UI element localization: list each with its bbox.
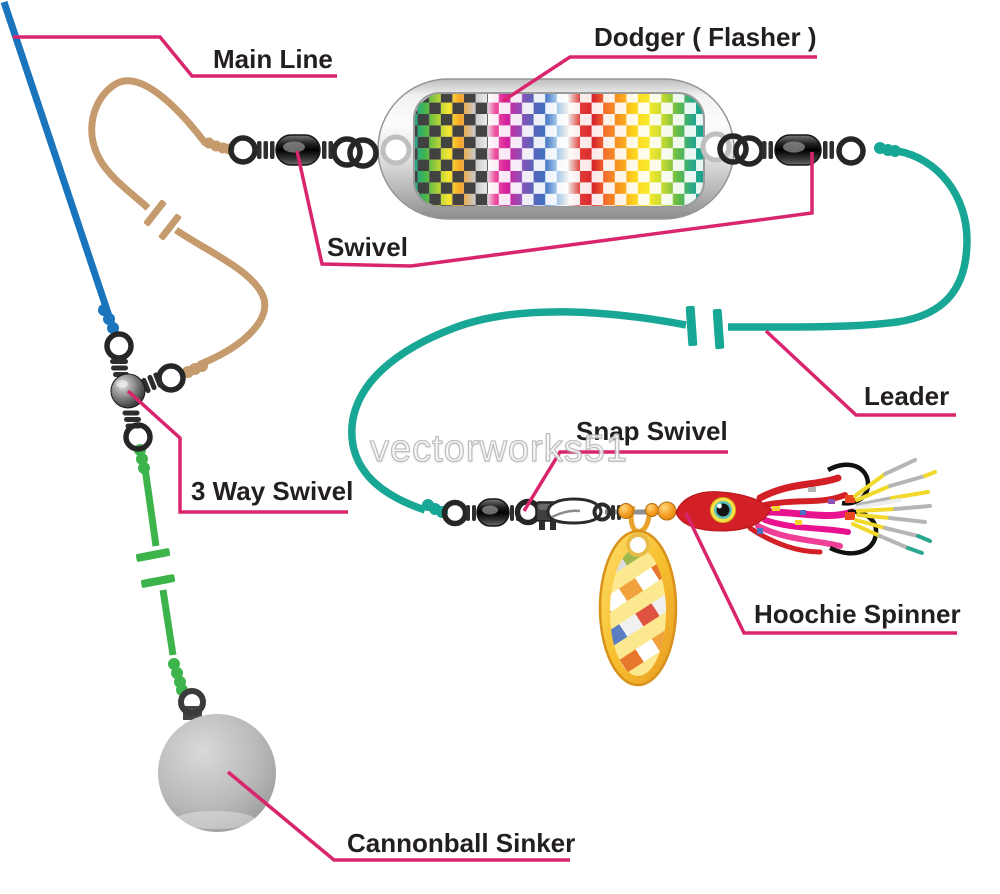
- left-swivel: [228, 134, 379, 169]
- dropper-line: [88, 77, 269, 378]
- bead: [618, 503, 634, 519]
- callout-lines: [13, 35, 957, 862]
- bead: [657, 501, 677, 521]
- hoochie-eye: [710, 497, 736, 523]
- snap-swivel: [441, 497, 680, 530]
- callout-main-line: [13, 35, 337, 78]
- callout-cannonball: [226, 770, 570, 862]
- cannonball-sinker: [158, 688, 276, 832]
- bead: [645, 503, 659, 517]
- sinker-eyelet: [178, 688, 206, 716]
- spinner-blade: [598, 501, 678, 687]
- watermark: vectorworks51: [369, 427, 628, 470]
- label-hoochie-spinner: Hoochie Spinner: [754, 599, 961, 629]
- label-dodger: Dodger ( Flasher ): [594, 22, 817, 52]
- callout-snap-swivel: [522, 450, 728, 512]
- callout-dodger: [502, 55, 817, 103]
- sinker-ball: [158, 714, 276, 832]
- label-leader: Leader: [864, 381, 950, 411]
- callout-three-way: [126, 389, 348, 514]
- right-swivel: [717, 133, 866, 167]
- hoochie-lure: [675, 458, 937, 556]
- callout-hoochie: [684, 512, 957, 635]
- label-main-line: Main Line: [213, 44, 333, 74]
- label-swivel: Swivel: [327, 232, 408, 262]
- callout-swivel: [295, 150, 814, 268]
- dodger-flasher: [377, 78, 735, 220]
- label-three-way-swivel: 3 Way Swivel: [191, 476, 354, 506]
- sinker-line: [134, 444, 188, 696]
- dodger-left-hole: [380, 134, 412, 166]
- callout-leader: [764, 329, 956, 417]
- label-snap-swivel: Snap Swivel: [576, 416, 728, 446]
- hoochie-skirt: [851, 458, 937, 555]
- label-cannonball-sinker: Cannonball Sinker: [347, 828, 576, 858]
- leader-line: [348, 142, 971, 518]
- main-line: [0, 0, 119, 334]
- blade-hole: [626, 533, 650, 557]
